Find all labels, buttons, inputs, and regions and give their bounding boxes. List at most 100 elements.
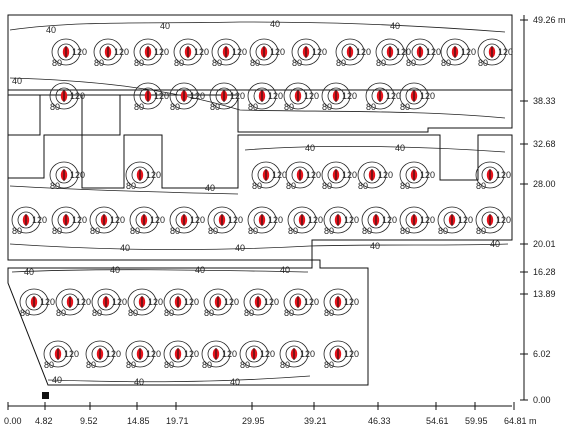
isoline-label-120: 120 (184, 349, 199, 359)
isoline-120 (57, 43, 75, 61)
isoline-label-120: 120 (306, 170, 321, 180)
isoline-80 (357, 161, 387, 189)
isoline-label-80: 80 (476, 181, 486, 191)
x-tick-label: 54.61 (426, 416, 449, 426)
isoline-120 (215, 87, 233, 105)
isoline-120 (55, 87, 73, 105)
isoline-label-80: 80 (324, 226, 334, 236)
isoline-80 (321, 82, 351, 110)
isoline-label-80: 80 (170, 102, 180, 112)
isoline-label-120: 120 (112, 297, 127, 307)
isoline-label-40: 40 (160, 21, 170, 31)
isoline-120 (139, 43, 157, 61)
isoline-label-120: 120 (496, 170, 511, 180)
isoline-label-120: 120 (420, 170, 435, 180)
isoline-label-120: 120 (190, 215, 205, 225)
isolines-40 (9, 21, 509, 383)
isoline-label-80: 80 (292, 58, 302, 68)
isoline-label-40: 40 (280, 265, 290, 275)
isoline-label-40: 40 (370, 241, 380, 251)
isoline-label-120: 120 (190, 91, 205, 101)
isoline-label-120: 120 (148, 297, 163, 307)
isoline-120 (341, 43, 359, 61)
isoline-80 (247, 82, 277, 110)
isoline-label-80: 80 (134, 102, 144, 112)
isoline-label-80: 80 (244, 308, 254, 318)
isoline-120 (291, 166, 309, 184)
isoline-80 (285, 161, 315, 189)
isoline-label-120: 120 (260, 349, 275, 359)
x-tick-label: 39.21 (304, 416, 327, 426)
y-tick-label: 28.00 (533, 179, 556, 189)
isoline-80 (405, 38, 435, 66)
luminaire: 120 80 (169, 82, 205, 112)
isoline-label-120: 120 (356, 47, 371, 57)
isoline-label-120: 120 (184, 297, 199, 307)
isoline-label-80: 80 (336, 58, 346, 68)
isoline-80 (93, 38, 123, 66)
isoline-80 (169, 206, 199, 234)
isoline-120 (289, 293, 307, 311)
isoline-120 (207, 345, 225, 363)
isoline-label-80: 80 (288, 226, 298, 236)
isoline-120 (25, 293, 43, 311)
isoline-label-120: 120 (268, 91, 283, 101)
isoline-80 (127, 288, 157, 316)
isoline-80 (243, 288, 273, 316)
isoline-120 (131, 166, 149, 184)
isoline-120 (481, 166, 499, 184)
isoline-label-120: 120 (304, 91, 319, 101)
x-tick-label: 9.52 (80, 416, 98, 426)
isoline-120 (443, 211, 461, 229)
isoline-120 (253, 211, 271, 229)
isoline-label-120: 120 (342, 91, 357, 101)
isoline-80 (283, 82, 313, 110)
isoline-label-80: 80 (130, 226, 140, 236)
isoline-label-120: 120 (40, 297, 55, 307)
isoline-label-80: 80 (126, 360, 136, 370)
isoline-80 (475, 161, 505, 189)
isoline-label-80: 80 (248, 226, 258, 236)
isoline-label-80: 80 (208, 226, 218, 236)
x-tick-label: 59.95 (465, 416, 488, 426)
x-axis (8, 392, 512, 407)
isoline-120 (17, 211, 35, 229)
isoline-label-80: 80 (322, 102, 332, 112)
isoline-label-40: 40 (395, 143, 405, 153)
isoline-80 (323, 206, 353, 234)
luminaire: 120 80 (475, 161, 511, 191)
isoline-120 (289, 87, 307, 105)
isoline-80 (239, 340, 269, 368)
isoline-80 (283, 288, 313, 316)
isoline-label-120: 120 (458, 215, 473, 225)
isoline-label-120: 120 (224, 297, 239, 307)
isoline-label-120: 120 (420, 91, 435, 101)
isoline-120 (95, 211, 113, 229)
isoline-120 (169, 293, 187, 311)
isoline-120 (297, 43, 315, 61)
isoline-120 (327, 87, 345, 105)
isoline-label-120: 120 (106, 349, 121, 359)
isoline-label-80: 80 (202, 360, 212, 370)
isoline-80 (207, 206, 237, 234)
isoline-label-120: 120 (232, 47, 247, 57)
x-tick-label: 0.00 (4, 416, 22, 426)
isoline-80 (11, 206, 41, 234)
isoline-120 (405, 211, 423, 229)
isoline-label-40: 40 (390, 21, 400, 31)
isoline-label-120: 120 (110, 215, 125, 225)
